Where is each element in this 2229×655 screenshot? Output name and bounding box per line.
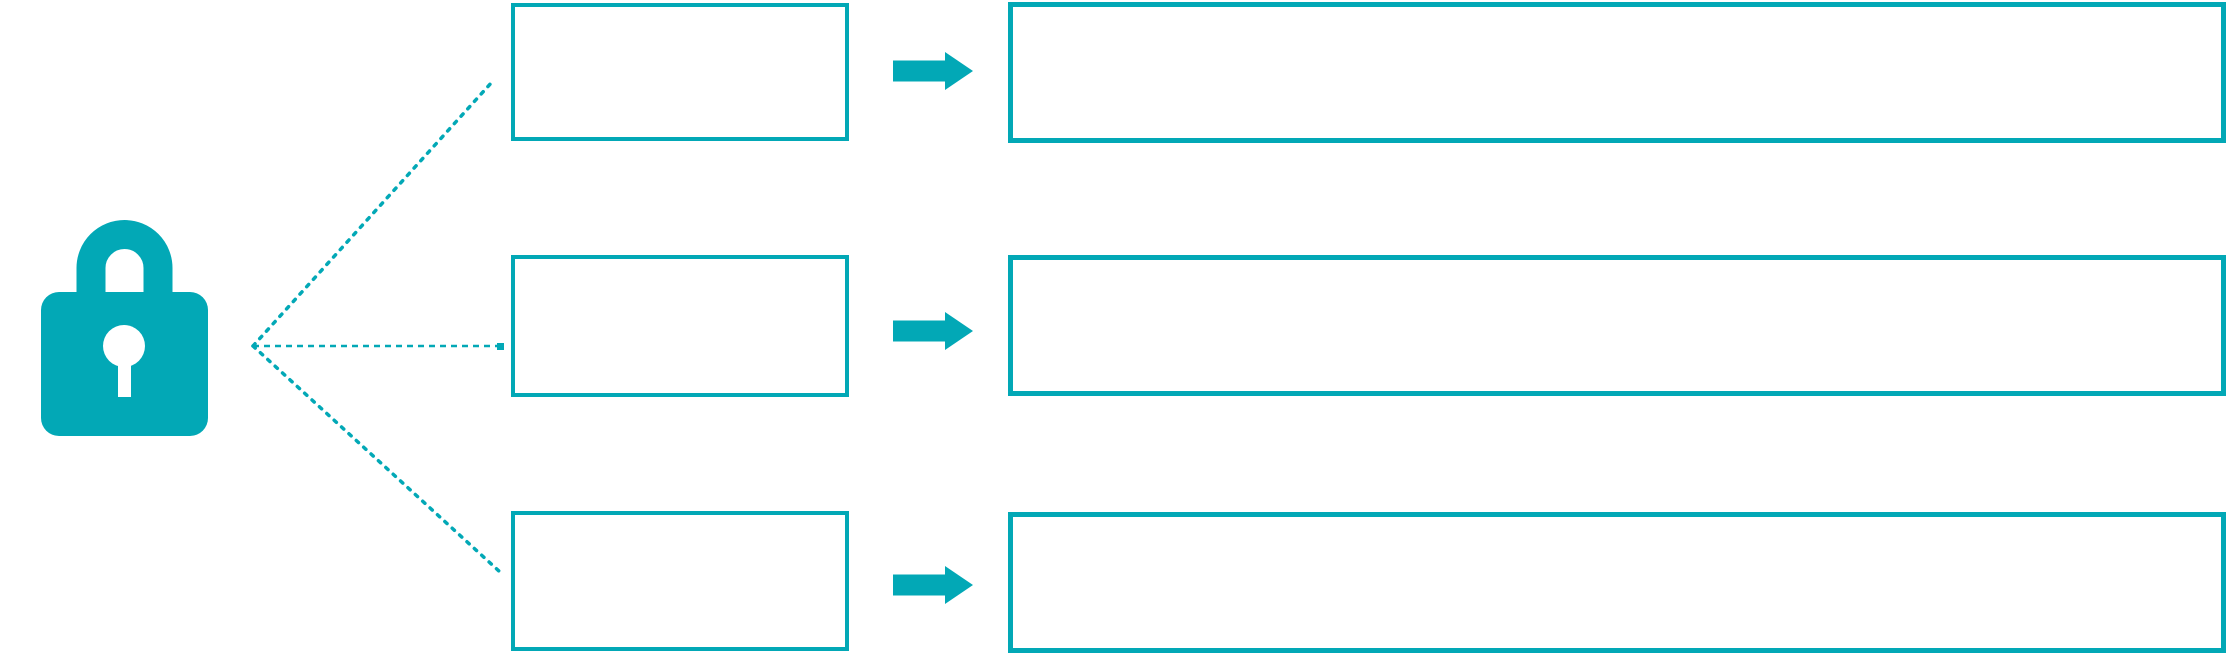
dotted-connector-bottom [251, 344, 502, 574]
lock-keyhole-stem [118, 355, 131, 397]
description-box-3 [1008, 512, 2226, 653]
lock-icon [41, 220, 208, 436]
description-box-1 [1008, 2, 2226, 143]
arrow-right-icon [893, 312, 973, 350]
lock-shackle [76, 220, 173, 319]
category-box-3 [511, 511, 849, 651]
dashed-connector-endpoint [497, 343, 504, 350]
dotted-connector-top [251, 80, 494, 348]
description-box-2 [1008, 255, 2226, 396]
lock-keyhole [103, 325, 145, 367]
arrow-right-icon [893, 52, 973, 90]
arrow-right-icon [893, 566, 973, 604]
category-box-2 [511, 255, 849, 397]
category-box-1 [511, 3, 849, 141]
